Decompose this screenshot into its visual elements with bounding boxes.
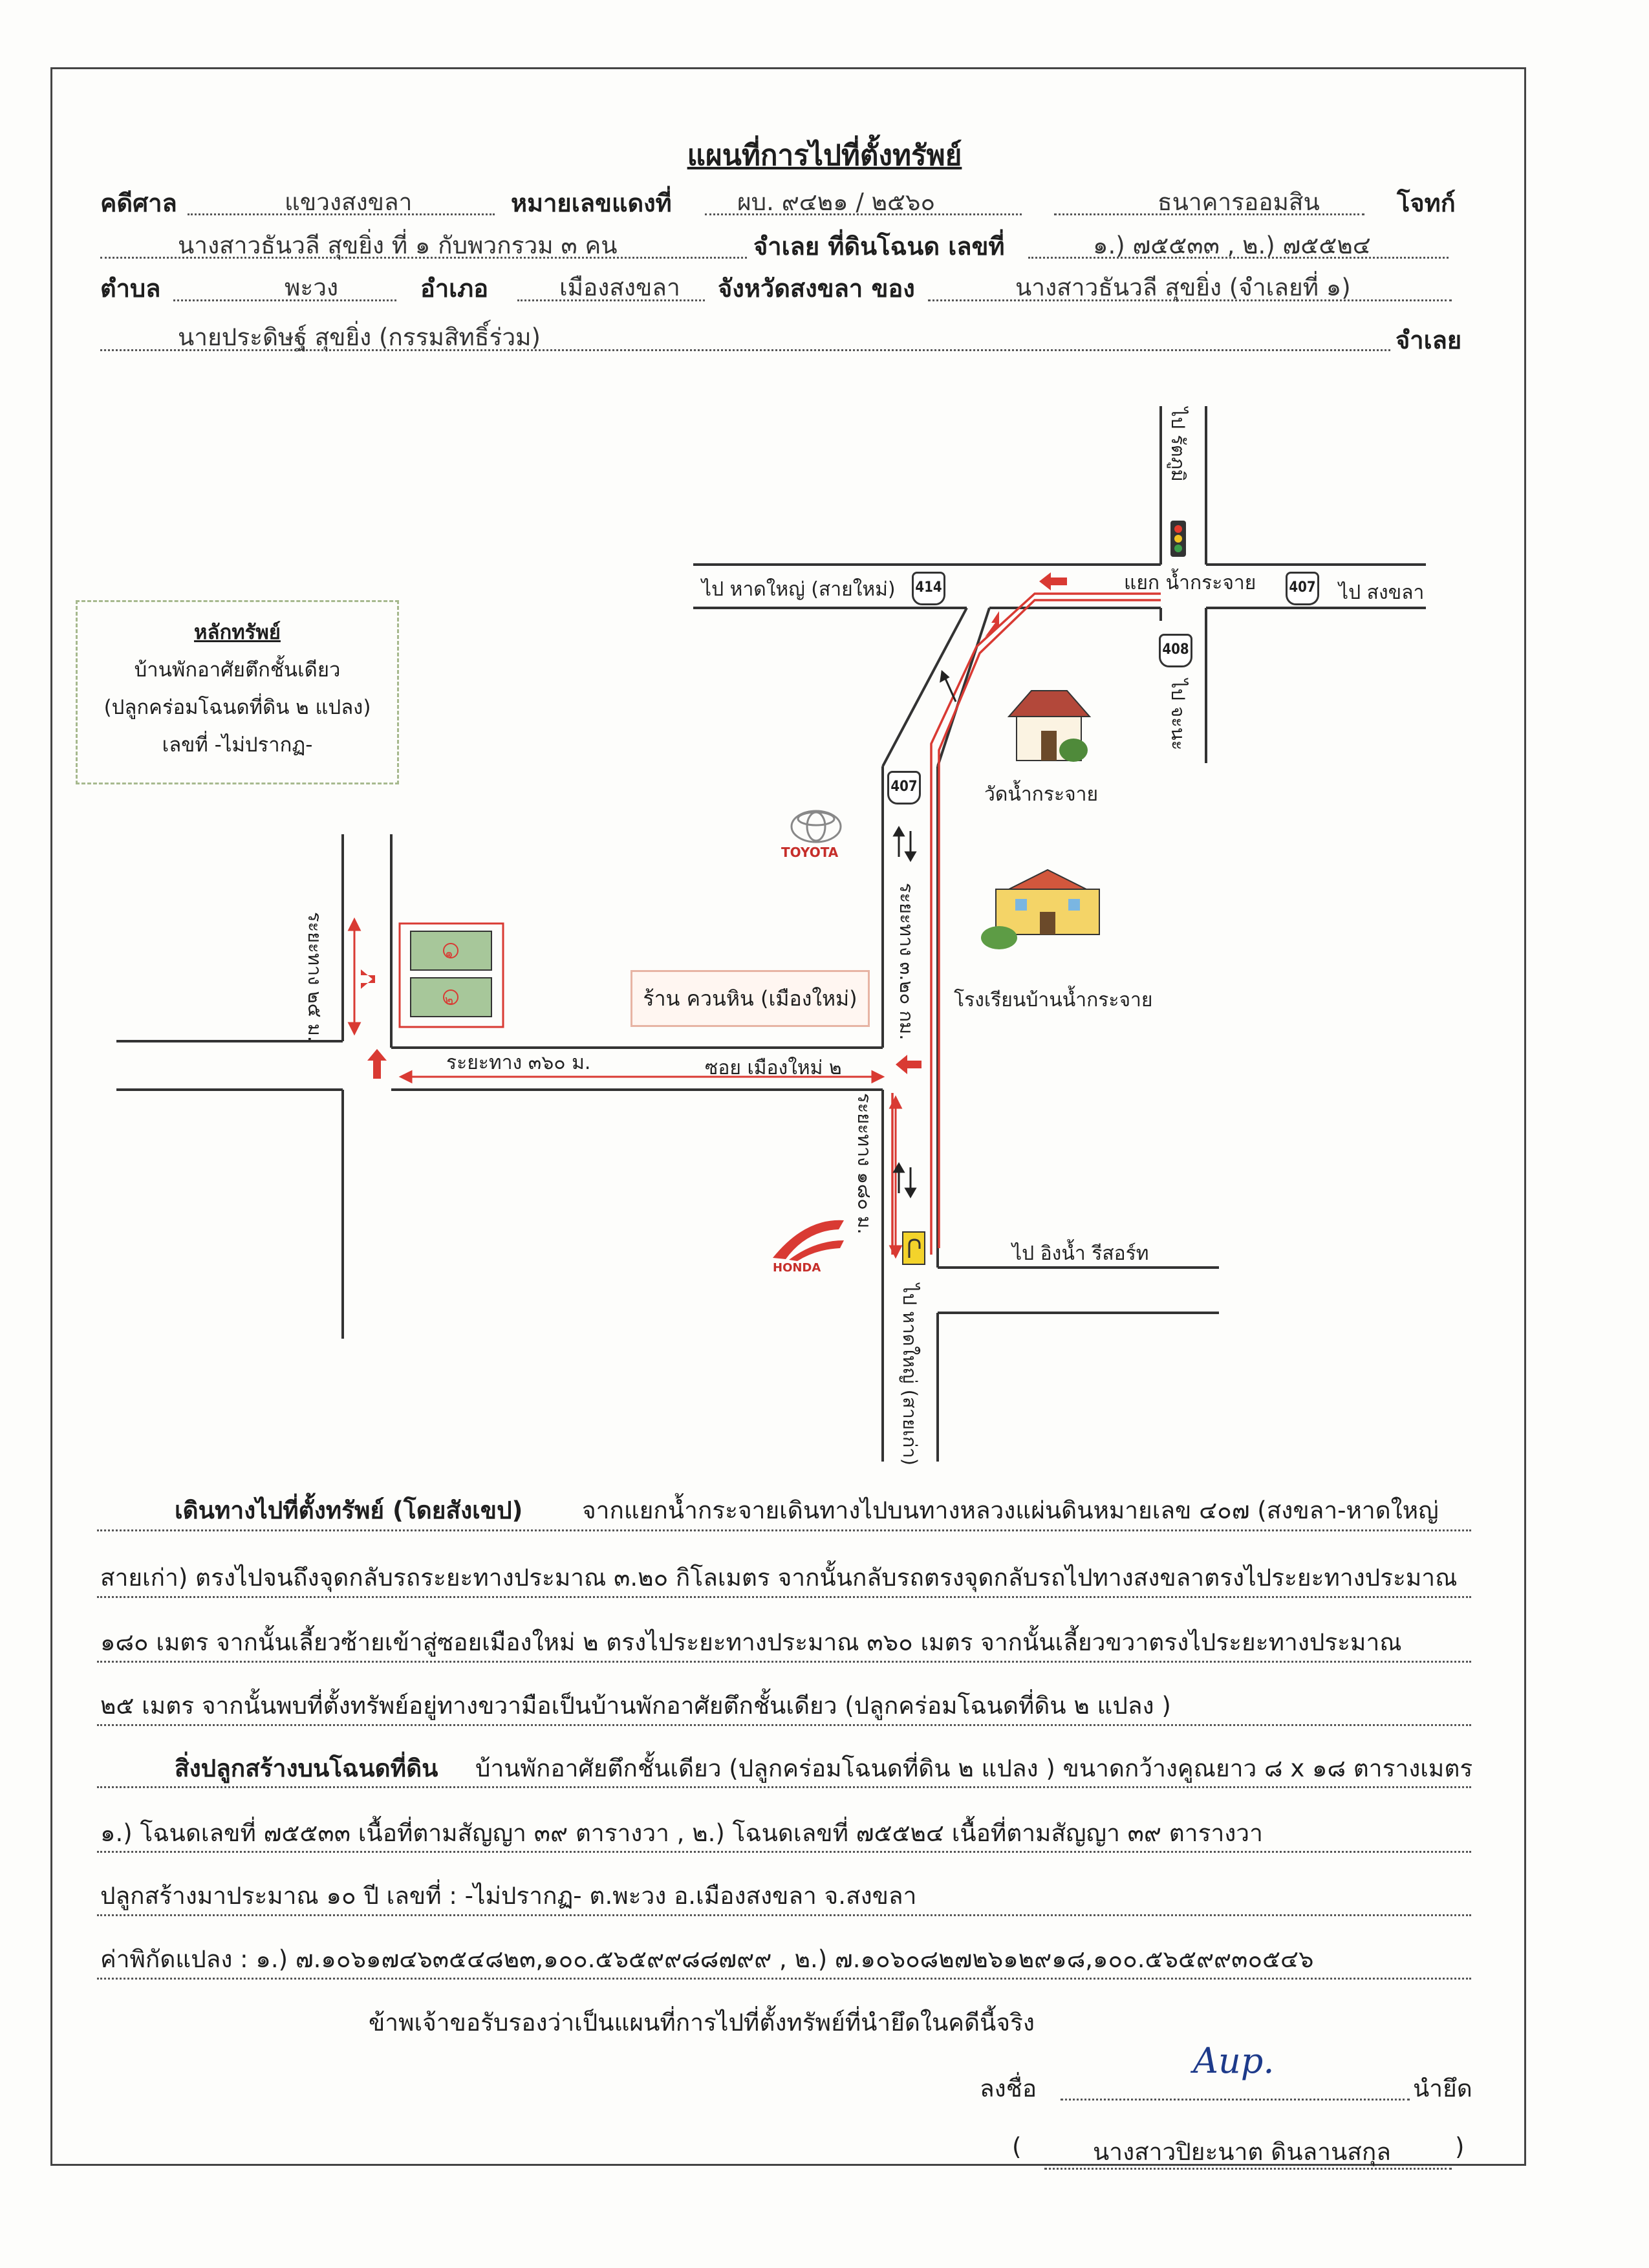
dotted-line bbox=[100, 349, 1390, 351]
province-label: จังหวัดสงขลา ของ bbox=[718, 274, 915, 303]
direction-arrows bbox=[361, 572, 1067, 1079]
deed-label: จำเลย ที่ดินโฉนด เลขที่ bbox=[753, 232, 1005, 261]
plaintiff-value: ธนาคารออมสิน bbox=[1158, 188, 1320, 216]
dotted-line bbox=[173, 299, 396, 301]
asset-line: (ปลูกคร่อมโฉนดที่ดิน ๒ แปลง) bbox=[103, 696, 371, 719]
traffic-light-icon bbox=[1170, 521, 1186, 557]
plot-2-number: ๒ bbox=[445, 992, 454, 1008]
to-hatyai-new-label: ไป หาดใหญ่ (สายใหม่) bbox=[702, 578, 896, 601]
dotted-line bbox=[97, 1978, 1471, 1980]
to-rattaphum-label: ไป รัตภูมิ bbox=[1167, 407, 1189, 482]
route-414-shield: 414 bbox=[912, 572, 945, 605]
deed-value: ๑.) ๗๕๕๓๓ , ๒.) ๗๕๕๒๔ bbox=[1093, 232, 1371, 259]
route-path bbox=[891, 592, 1161, 1255]
defendant-value: นางสาวธันวลี สุขยิ่ง ที่ ๑ กับพวกรวม ๓ ค… bbox=[178, 232, 618, 259]
dotted-line bbox=[1054, 213, 1364, 215]
toyota-logo-icon bbox=[790, 810, 842, 843]
honda-label: HONDA bbox=[773, 1261, 821, 1275]
handwritten-signature: Aup. bbox=[1193, 2040, 1275, 2081]
honda-logo-icon bbox=[773, 1220, 844, 1261]
route-408-shield: 408 bbox=[1159, 634, 1192, 667]
to-songkhla-label: ไป สงขลา bbox=[1339, 581, 1425, 604]
distance-320-label: ระยะทาง ๓.๒๐ กม. bbox=[896, 883, 918, 1041]
court-label: คดีศาล bbox=[100, 189, 177, 217]
dotted-line bbox=[97, 1851, 1471, 1853]
distance-360-label: ระยะทาง ๓๖๐ ม. bbox=[446, 1052, 591, 1074]
buildings-line: บ้านพักอาศัยตึกชั้นเดียว (ปลูกคร่อมโฉนดท… bbox=[475, 1755, 1473, 1782]
route-407-shield: 407 bbox=[887, 771, 921, 805]
certify-text: ข้าพเจ้าขอรับรองว่าเป็นแผนที่การไปที่ตั้… bbox=[369, 2009, 1035, 2036]
buildings-label: สิ่งปลูกสร้างบนโฉนดที่ดิน bbox=[175, 1755, 438, 1782]
temple-icon bbox=[1007, 690, 1092, 762]
asset-line: บ้านพักอาศัยตึกชั้นเดียว bbox=[134, 658, 341, 682]
district-label: อำเภอ bbox=[420, 274, 489, 303]
two-way-arrows bbox=[892, 670, 957, 1198]
shop-label: ร้าน ควนหิน (เมืองใหม่) bbox=[630, 970, 870, 1027]
redcase-value: ผบ. ๙๔๒๑ / ๒๕๖๐ bbox=[737, 188, 936, 216]
dotted-line bbox=[97, 1661, 1471, 1663]
directions-line: สายเก่า) ตรงไปจนถึงจุดกลับรถระยะทางประมา… bbox=[100, 1564, 1458, 1592]
subdistrict-value: พะวง bbox=[285, 274, 339, 301]
asset-line: เลขที่ -ไม่ปรากฏ- bbox=[162, 733, 313, 757]
asset-info-box: หลักทรัพย์ บ้านพักอาศัยตึกชั้นเดียว (ปลู… bbox=[76, 600, 399, 784]
soi-label: ซอย เมืองใหม่ ๒ bbox=[705, 1057, 842, 1079]
coordinates-line: ค่าพิกัดแปลง : ๑.) ๗.๑๐๖๑๗๔๖๓๕๔๘๒๓,๑๐๐.๕… bbox=[100, 1945, 1314, 1973]
u-turn-sign-icon bbox=[902, 1231, 925, 1265]
dotted-line bbox=[97, 1596, 1471, 1598]
distance-180-label: ระยะทาง ๑๘๐ ม. bbox=[854, 1093, 876, 1235]
defendant-label: จำเลย bbox=[1396, 326, 1462, 354]
buildings-line: ปลูกสร้างมาประมาณ ๑๐ ปี เลขที่ : -ไม่ปรา… bbox=[100, 1882, 917, 1910]
school-icon bbox=[981, 869, 1100, 949]
dotted-line bbox=[517, 299, 705, 301]
dotted-line bbox=[1028, 257, 1449, 259]
directions-line: ๑๘๐ เมตร จากนั้นเลี้ยวซ้ายเข้าสู่ซอยเมือ… bbox=[100, 1628, 1402, 1656]
dotted-line bbox=[188, 213, 495, 215]
to-hatyai-old-label: ไป หาดใหญ่ (สายเก่า) bbox=[899, 1284, 921, 1466]
subdistrict-label: ตำบล bbox=[100, 274, 161, 303]
sign-label: ลงชื่อ bbox=[980, 2075, 1037, 2102]
to-resort-label: ไป อิงน้ำ รีสอร์ท bbox=[1012, 1242, 1149, 1265]
dotted-line bbox=[97, 1529, 1471, 1531]
role-label: นำยึด bbox=[1413, 2075, 1472, 2102]
redcase-label: หมายเลขแดงที่ bbox=[511, 189, 672, 217]
close-paren: ) bbox=[1455, 2133, 1465, 2161]
directions-line: จากแยกน้ำกระจายเดินทางไปบนทางหลวงแผ่นดิน… bbox=[582, 1496, 1439, 1524]
dotted-line bbox=[97, 1914, 1471, 1916]
owner2-value: นายประดิษฐ์ สุขยิ่ง (กรรมสิทธิ์ร่วม) bbox=[178, 323, 541, 351]
district-value: เมืองสงขลา bbox=[559, 274, 680, 301]
dotted-line bbox=[100, 257, 747, 259]
signer-name: นางสาวปิยะนาต ดินลานสกุล bbox=[1093, 2138, 1391, 2166]
distance-markers bbox=[347, 917, 903, 1259]
dotted-line bbox=[97, 1724, 1471, 1726]
page-title: แผนที่การไปที่ตั้งทรัพย์ bbox=[687, 139, 962, 172]
dotted-line bbox=[1044, 2168, 1452, 2170]
buildings-line: ๑.) โฉนดเลขที่ ๗๕๕๓๓ เนื้อที่ตามสัญญา ๓๙… bbox=[100, 1819, 1263, 1847]
asset-title: หลักทรัพย์ bbox=[194, 621, 281, 644]
dotted-line bbox=[928, 299, 1452, 301]
owner-value: นางสาวธันวลี สุขยิ่ง (จำเลยที่ ๑) bbox=[1015, 274, 1351, 301]
route-407-shield: 407 bbox=[1286, 572, 1319, 605]
court-value: แขวงสงขลา bbox=[285, 188, 413, 216]
temple-label: วัดน้ำกระจาย bbox=[984, 783, 1099, 806]
directions-label: เดินทางไปที่ตั้งทรัพย์ (โดยสังเขป) bbox=[175, 1496, 523, 1524]
distance-25-label: ระยะทาง ๒๕ ม. bbox=[304, 912, 326, 1042]
dotted-line bbox=[97, 1786, 1471, 1788]
toyota-label: TOYOTA bbox=[781, 845, 839, 860]
school-label: โรงเรียนบ้านน้ำกระจาย bbox=[954, 989, 1153, 1011]
route-map bbox=[116, 406, 1426, 1462]
document-frame bbox=[50, 67, 1526, 2166]
directions-line: ๒๕ เมตร จากนั้นพบที่ตั้งทรัพย์อยู่ทางขวา… bbox=[100, 1692, 1171, 1720]
dotted-line bbox=[1061, 2099, 1410, 2101]
open-paren: ( bbox=[1012, 2133, 1022, 2161]
plot-1-number: ๑ bbox=[445, 945, 453, 961]
junction-label: แยก น้ำกระจาย bbox=[1124, 572, 1256, 594]
dotted-line bbox=[705, 213, 1022, 215]
plot-asset bbox=[398, 922, 504, 1028]
to-chana-label: ไป จะนะ bbox=[1167, 679, 1189, 751]
plaintiff-label: โจทก์ bbox=[1397, 189, 1456, 217]
